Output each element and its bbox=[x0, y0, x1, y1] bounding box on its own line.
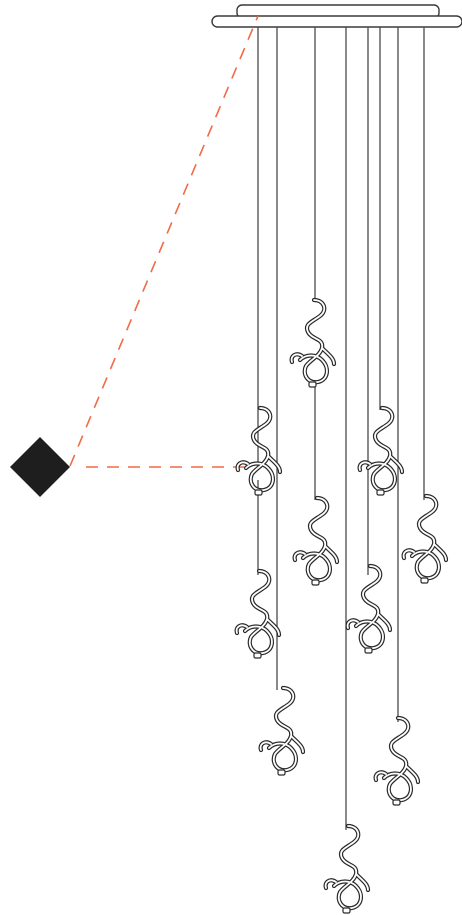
glass-pendant-icon bbox=[376, 718, 418, 805]
glass-pendant-icon bbox=[360, 408, 402, 495]
pendants bbox=[237, 300, 446, 913]
glass-pendant-icon bbox=[238, 408, 280, 495]
ceiling-canopy bbox=[211, 4, 462, 28]
glass-pendant-icon bbox=[295, 498, 337, 585]
sightline-guides bbox=[69, 15, 259, 468]
glass-pendant-icon bbox=[404, 496, 446, 583]
glass-pendant-icon bbox=[261, 688, 303, 775]
glass-pendant-icon bbox=[348, 566, 390, 653]
sightline-to-canopy bbox=[69, 15, 259, 467]
suspension-cables bbox=[257, 27, 425, 830]
glass-pendant-icon bbox=[326, 826, 368, 913]
diamond-icon bbox=[10, 437, 70, 497]
glass-pendant-icon bbox=[237, 571, 279, 658]
glass-pendant-icon bbox=[292, 300, 334, 387]
